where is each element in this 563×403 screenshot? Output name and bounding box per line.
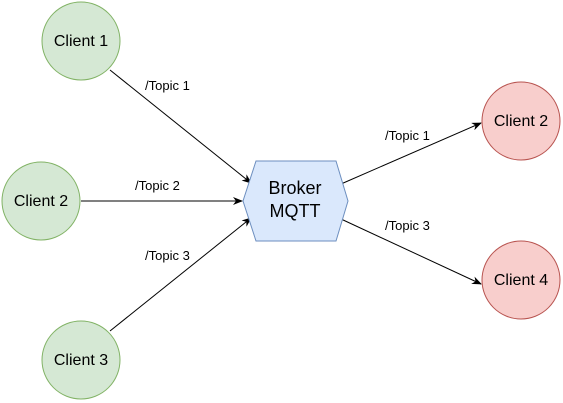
edge-broker-to-client2-sub xyxy=(340,122,482,185)
edge-label-client1: /Topic 1 xyxy=(145,78,190,93)
edge-label-subscriber-bottom: /Topic 3 xyxy=(385,218,430,233)
publisher-node-2: Client 2 xyxy=(1,161,81,241)
subscriber-node-2: Client 4 xyxy=(481,240,561,320)
subscriber-label-2: Client 4 xyxy=(494,272,548,289)
broker-node: Broker MQTT xyxy=(242,160,349,242)
publisher-label-2: Client 2 xyxy=(14,193,68,210)
edge-client1-to-broker xyxy=(109,69,252,184)
subscriber-label-1: Client 2 xyxy=(494,113,548,130)
edge-client3-to-broker xyxy=(109,217,252,332)
broker-label-line1: Broker xyxy=(268,178,321,198)
broker-label-line2: MQTT xyxy=(270,201,321,221)
edges xyxy=(81,69,482,332)
publisher-label-3: Client 3 xyxy=(54,352,108,369)
edge-label-client3: /Topic 3 xyxy=(145,248,190,263)
edge-label-client2: /Topic 2 xyxy=(135,178,180,193)
publisher-node-3: Client 3 xyxy=(41,320,121,400)
edge-label-subscriber-top: /Topic 1 xyxy=(385,128,430,143)
edge-broker-to-client4-sub xyxy=(340,218,482,285)
publisher-label-1: Client 1 xyxy=(54,33,108,50)
publisher-node-1: Client 1 xyxy=(41,1,121,81)
subscriber-node-1: Client 2 xyxy=(481,81,561,161)
